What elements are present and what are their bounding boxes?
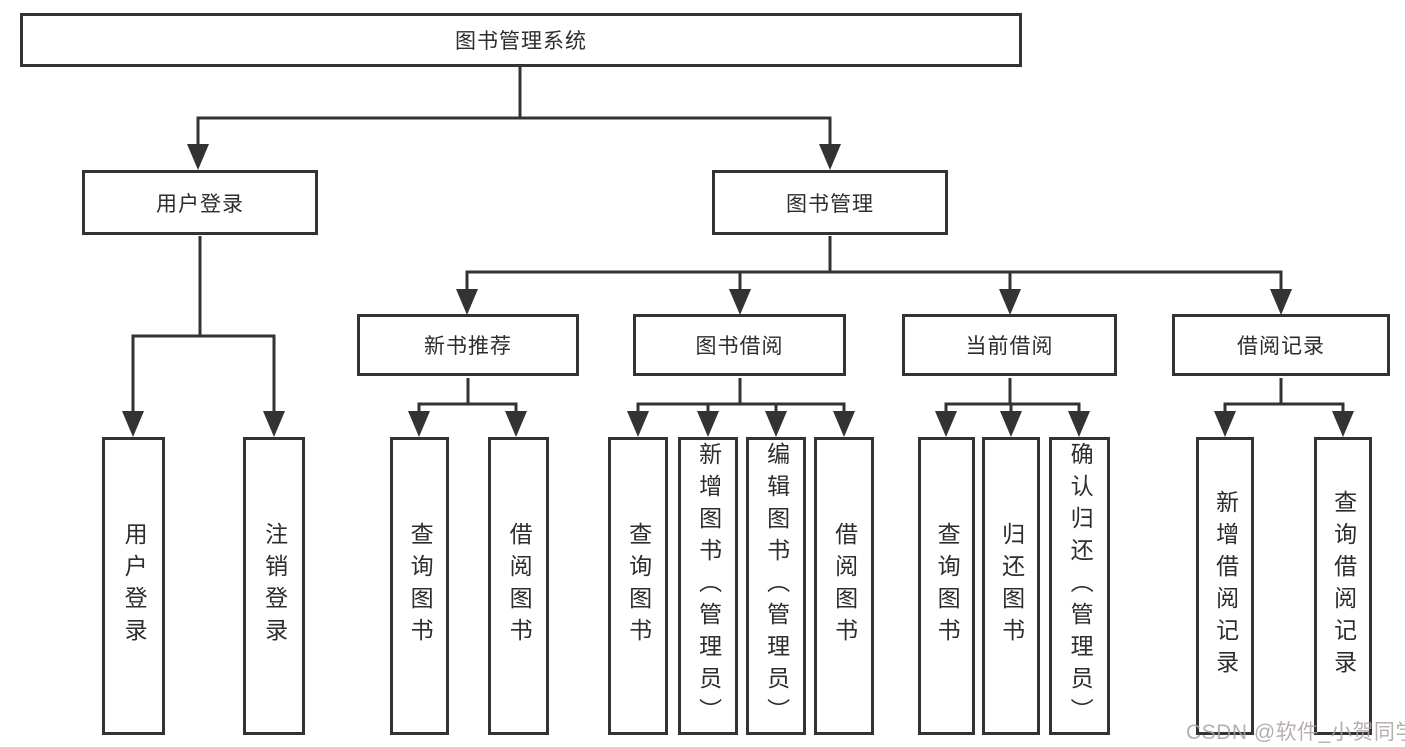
leaf-recommend-query-books: 查询图书 [390, 437, 449, 735]
leaf-borrow-query-books: 查询图书 [608, 437, 668, 735]
leaf-return-books: 归还图书 [982, 437, 1040, 735]
leaf-logout-login: 注销登录 [243, 437, 305, 735]
leaf-borrow-books: 借阅图书 [814, 437, 874, 735]
node-book-borrowing: 图书借阅 [633, 314, 846, 376]
arrowhead-icons [122, 144, 1354, 437]
leaf-edit-books-admin: 编辑图书（管理员） [746, 437, 806, 735]
leaf-current-query-books: 查询图书 [918, 437, 975, 735]
leaf-query-borrow-record: 查询借阅记录 [1314, 437, 1372, 735]
node-root-system: 图书管理系统 [20, 13, 1022, 67]
node-new-book-recommendation: 新书推荐 [357, 314, 579, 376]
leaf-user-login: 用户登录 [102, 437, 165, 735]
leaf-add-borrow-record: 新增借阅记录 [1196, 437, 1254, 735]
node-user-login: 用户登录 [82, 170, 318, 235]
leaf-add-books-admin: 新增图书（管理员） [678, 437, 738, 735]
leaf-confirm-return-admin: 确认归还（管理员） [1049, 437, 1110, 735]
node-borrowing-records: 借阅记录 [1172, 314, 1390, 376]
node-current-borrowing: 当前借阅 [902, 314, 1117, 376]
connector-paths [131, 67, 1345, 415]
node-book-management: 图书管理 [712, 170, 948, 235]
csdn-watermark: CSDN @软件_小贺同学 [1186, 721, 1405, 744]
leaf-recommend-borrow-books: 借阅图书 [488, 437, 549, 735]
